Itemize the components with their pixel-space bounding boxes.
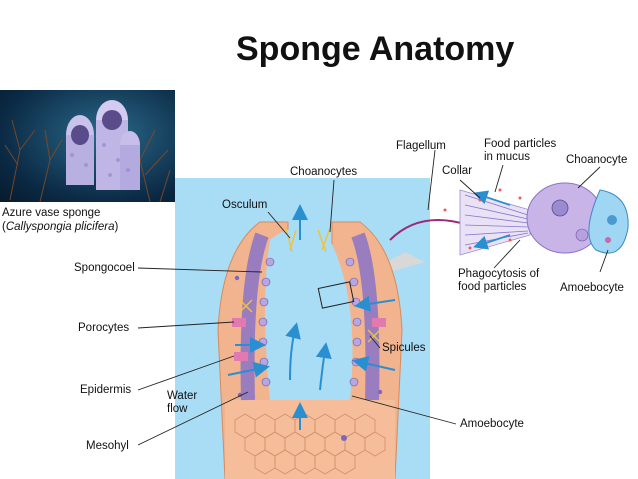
- epidermis-pattern: [234, 413, 386, 475]
- photo-caption-scientific: Callyspongia plicifera: [5, 221, 115, 233]
- label-epidermis: Epidermis: [80, 384, 132, 396]
- label-phagocytosis: Phagocytosis of food particles: [458, 268, 539, 294]
- label-phagocytosis-line2: food particles: [458, 281, 527, 293]
- label-spongocoel: Spongocoel: [74, 262, 135, 274]
- spicules: [239, 227, 381, 343]
- page-title: Sponge Anatomy: [236, 30, 515, 68]
- label-water-flow: Water flow: [167, 390, 197, 416]
- label-water-flow-line2: flow: [167, 403, 188, 415]
- flagellum-line: [389, 219, 469, 241]
- label-mesohyl: Mesohyl: [86, 440, 129, 452]
- label-phagocytosis-line1: Phagocytosis of: [458, 268, 540, 280]
- label-food-particles-line2: in mucus: [484, 151, 531, 163]
- label-food-particles-line1: Food particles: [484, 138, 557, 150]
- photo-caption: Azure vase sponge (Callyspongia plicifer…: [2, 207, 119, 233]
- water-flow-arrows: [227, 204, 396, 430]
- label-choanocytes: Choanocytes: [290, 166, 358, 178]
- label-porocytes: Porocytes: [78, 322, 130, 334]
- photo-caption-common: Azure vase sponge: [2, 207, 101, 219]
- label-food-particles-mucus: Food particles in mucus: [484, 138, 556, 164]
- label-water-flow-line1: Water: [167, 390, 198, 402]
- label-flagellum: Flagellum: [396, 140, 446, 152]
- porocyte-cells: [232, 318, 386, 361]
- zoom-box: [317, 281, 355, 309]
- body-base: [225, 400, 395, 479]
- label-spicules: Spicules: [382, 342, 426, 354]
- nucleus: [551, 199, 569, 217]
- label-amoebocyte: Amoebocyte: [460, 418, 524, 430]
- label-osculum: Osculum: [222, 199, 268, 211]
- leader-lines: [137, 149, 609, 446]
- choanocyte-inset: [389, 182, 629, 256]
- label-amoebocyte-inset: Amoebocyte: [560, 282, 624, 294]
- sponge-photo: [0, 90, 175, 202]
- label-collar: Collar: [442, 165, 473, 177]
- choanocyte-layer-left: [240, 232, 269, 401]
- mesohyl-amoebocytes: [234, 275, 383, 441]
- label-choanocyte: Choanocyte: [566, 154, 628, 166]
